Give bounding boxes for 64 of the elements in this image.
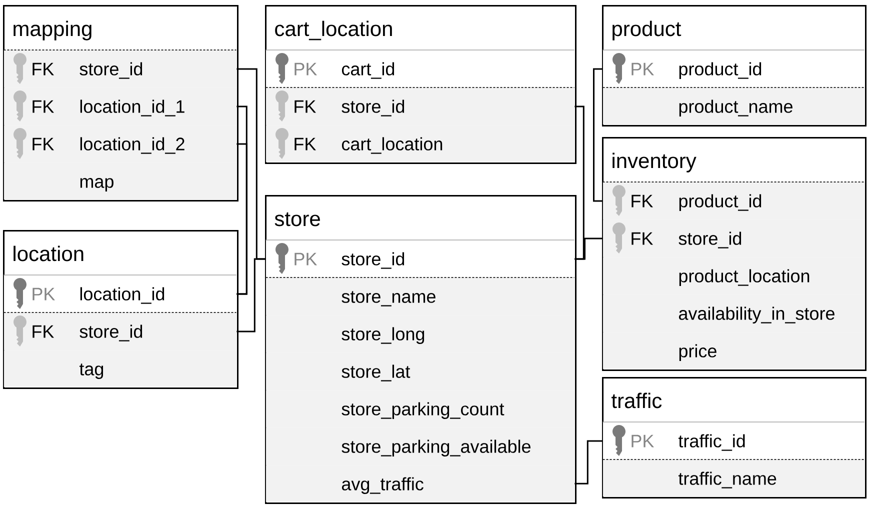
node-label: store_parking_count	[342, 402, 504, 419]
node-label: cart_location	[342, 137, 442, 154]
node-label: FK	[632, 194, 654, 208]
table-row: FK cart_location	[266, 125, 574, 162]
table-row: product_location	[602, 257, 864, 295]
node-label: location_id	[80, 287, 164, 304]
table-row: tag	[4, 350, 236, 387]
relationship-line	[574, 238, 603, 260]
node-label: traffic_id	[678, 434, 745, 451]
relationship-line	[574, 106, 584, 260]
node-label: store_id	[80, 62, 142, 79]
table-row: product_name	[602, 88, 864, 124]
relationship-line	[236, 143, 248, 295]
node-label: store_name	[342, 291, 436, 306]
table-row: availability_in_store	[602, 294, 864, 332]
node-label: store_id	[80, 324, 142, 342]
node-label: product_id	[679, 62, 762, 79]
node-label: FK	[294, 138, 316, 150]
node-label: PK	[632, 62, 654, 76]
node-label: tag	[79, 364, 104, 379]
node-label: PK	[632, 434, 654, 448]
table-row: FK store_id	[602, 220, 864, 258]
table-row: FK store_id	[4, 50, 236, 88]
node-label: FK	[32, 325, 54, 338]
node-label: FK	[632, 232, 654, 245]
node-label: FK	[32, 62, 54, 76]
node-label: location_id_2	[80, 137, 184, 154]
node-label: store_lat	[342, 364, 410, 382]
node-label: PK	[294, 252, 318, 266]
node-label: availability_in_store	[678, 306, 834, 324]
table-row: store_lat	[266, 352, 574, 390]
node-label: product_location	[679, 269, 810, 286]
table-row: store_long	[266, 315, 574, 353]
relationship-line	[236, 258, 266, 332]
node-label: FK	[32, 138, 54, 150]
relationship-line	[574, 440, 603, 484]
table-row: store_parking_count	[266, 390, 574, 428]
node-label: store_id	[342, 252, 404, 269]
node-label: price	[679, 344, 716, 361]
node-label: store_id	[678, 232, 742, 248]
table-row: FK store_id	[4, 312, 236, 350]
table-row: FK store_id	[266, 88, 574, 126]
node-label: store_id	[342, 100, 404, 116]
node-label: map	[80, 178, 114, 192]
table-row: store_parking_available	[266, 428, 574, 466]
node-label: FK	[294, 100, 316, 113]
node-label: PK	[294, 62, 318, 76]
node-label: store_parking_available	[342, 440, 530, 456]
node-label: location_id_1	[80, 100, 184, 116]
table-row: store_name	[266, 278, 574, 316]
table-row: traffic_name	[602, 460, 864, 496]
table-row: FK location_id_1	[4, 88, 236, 126]
node-label: FK	[32, 100, 54, 113]
table-row: map	[4, 162, 236, 200]
table-row: FK product_id	[602, 182, 864, 220]
table-row: FK location_id_2	[4, 125, 236, 163]
table-row: avg_traffic	[266, 465, 574, 502]
node-label: avg_traffic	[342, 477, 424, 494]
node-label: store_long	[342, 327, 424, 344]
relationship-line	[593, 68, 603, 202]
node-label: PK	[32, 288, 56, 300]
table-row: price	[602, 332, 864, 369]
node-label: product_id	[679, 194, 762, 211]
node-label: cart_id	[342, 62, 394, 79]
